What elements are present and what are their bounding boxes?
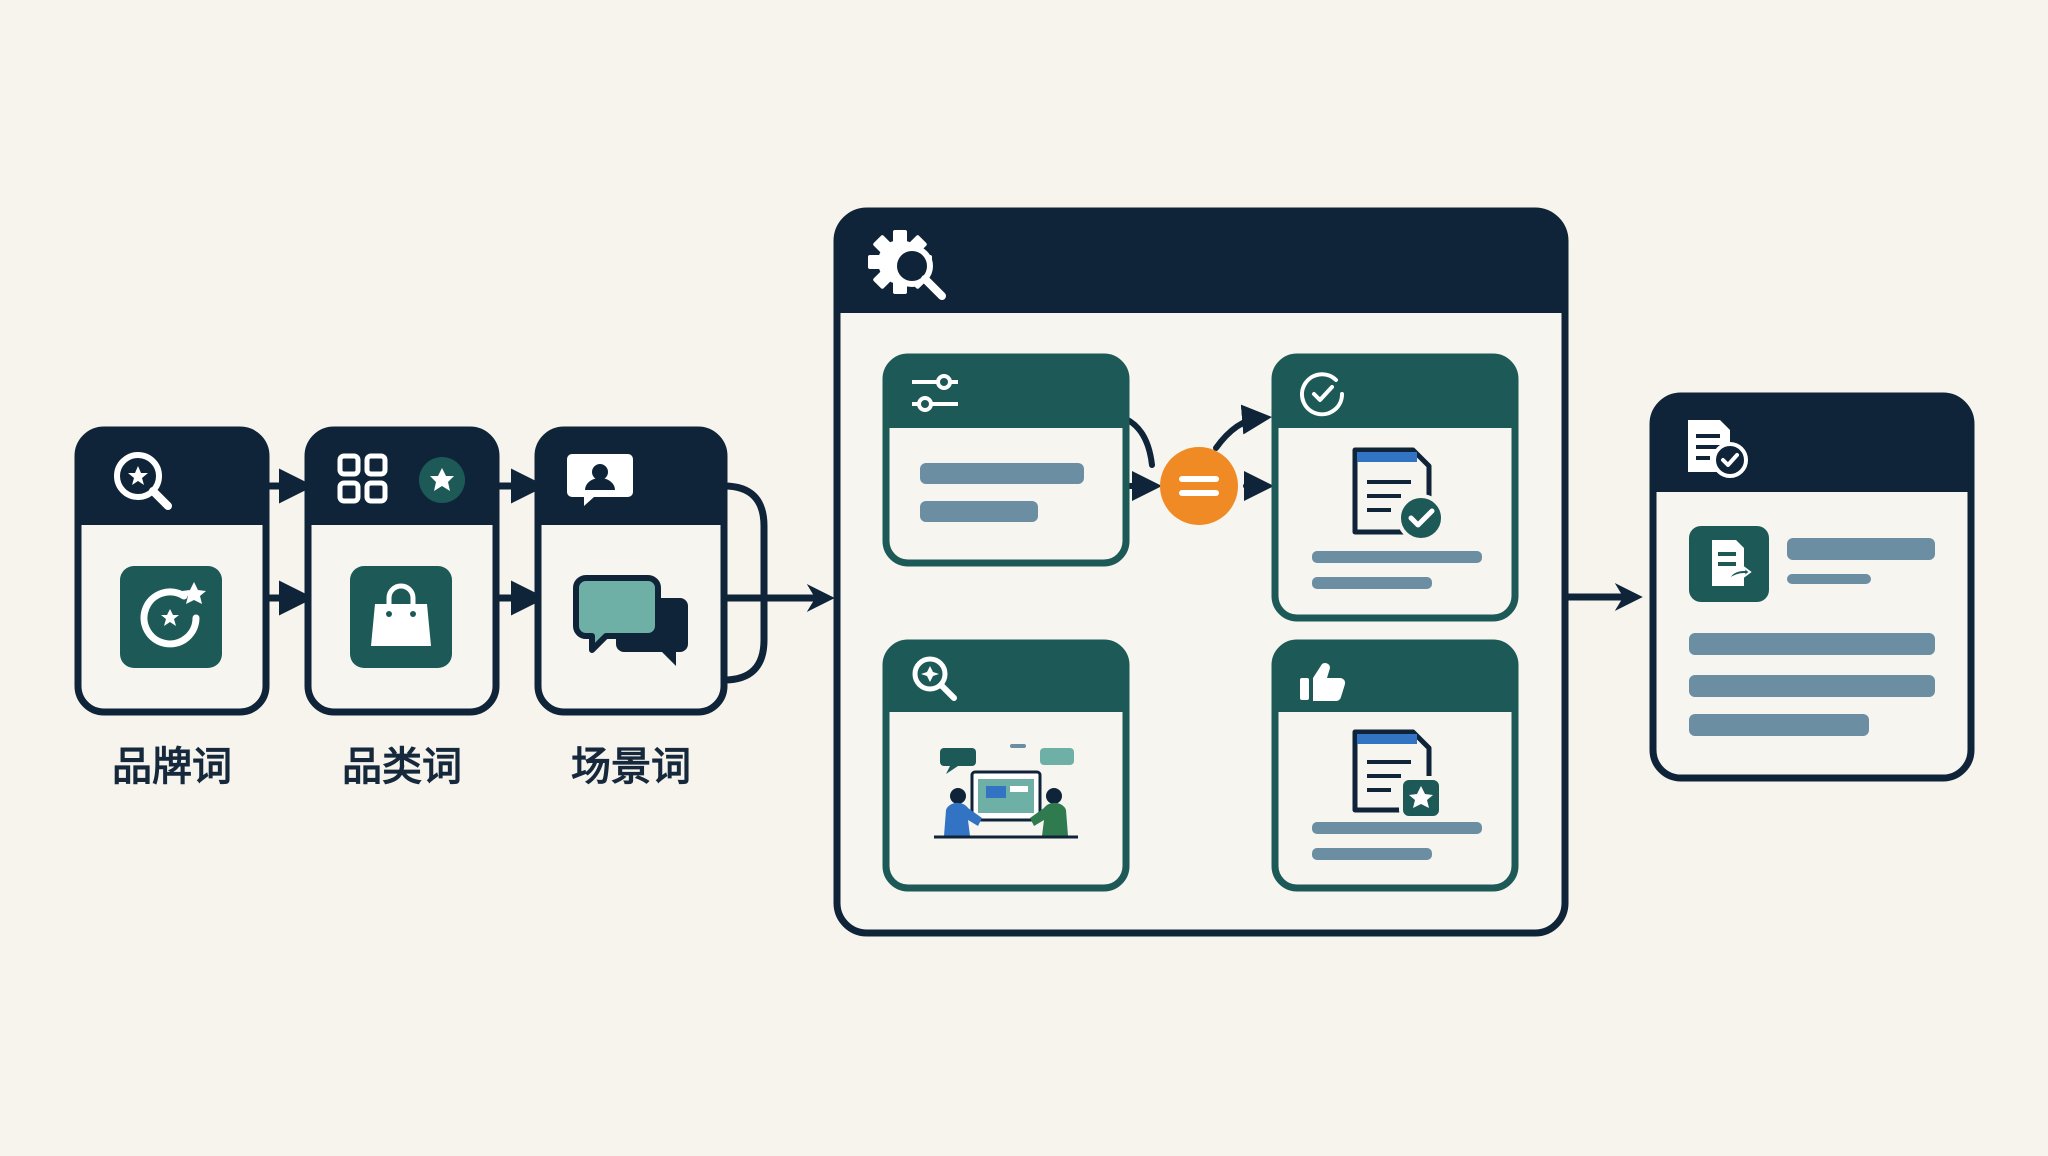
result-card: [1649, 392, 1975, 782]
keyword-card-category: [304, 426, 500, 716]
chat-bubbles-icon: [573, 575, 688, 666]
engine-module-research: [882, 639, 1130, 892]
document-share-icon: [1712, 540, 1752, 586]
engine-module-favourite: [1271, 639, 1519, 892]
user-card-icon: [567, 454, 633, 506]
keyword-label-category: 品类词: [342, 744, 462, 790]
check-circle-icon: [1300, 372, 1345, 417]
keyword-card-brand: [74, 426, 270, 716]
grid-icon: [337, 453, 388, 504]
engine-module-filter: [882, 353, 1130, 567]
sliders-icon: [912, 374, 958, 412]
search-star-icon: [114, 452, 172, 510]
report-check-icon: [1688, 420, 1748, 478]
search-sparkle-icon: [912, 656, 957, 701]
engine-panel: [833, 207, 1569, 937]
shopping-bag-icon: [371, 583, 431, 646]
keyword-card-scenario: [534, 426, 728, 716]
keyword-label-brand: 品牌词: [112, 744, 232, 790]
people-meeting-illustration: [934, 744, 1078, 839]
thumbs-up-icon: [1300, 663, 1346, 702]
star-circle-icon: [419, 457, 465, 503]
keyword-connectors: [260, 468, 835, 684]
document-star-icon: [1352, 729, 1443, 820]
engine-module-verified: [1271, 353, 1519, 622]
document-check-icon: [1352, 447, 1445, 542]
gear-search-icon: [868, 230, 946, 300]
equals-icon: [1160, 447, 1238, 525]
star-badge-icon: [140, 582, 206, 648]
keyword-label-scenario: 场景词: [571, 744, 691, 790]
